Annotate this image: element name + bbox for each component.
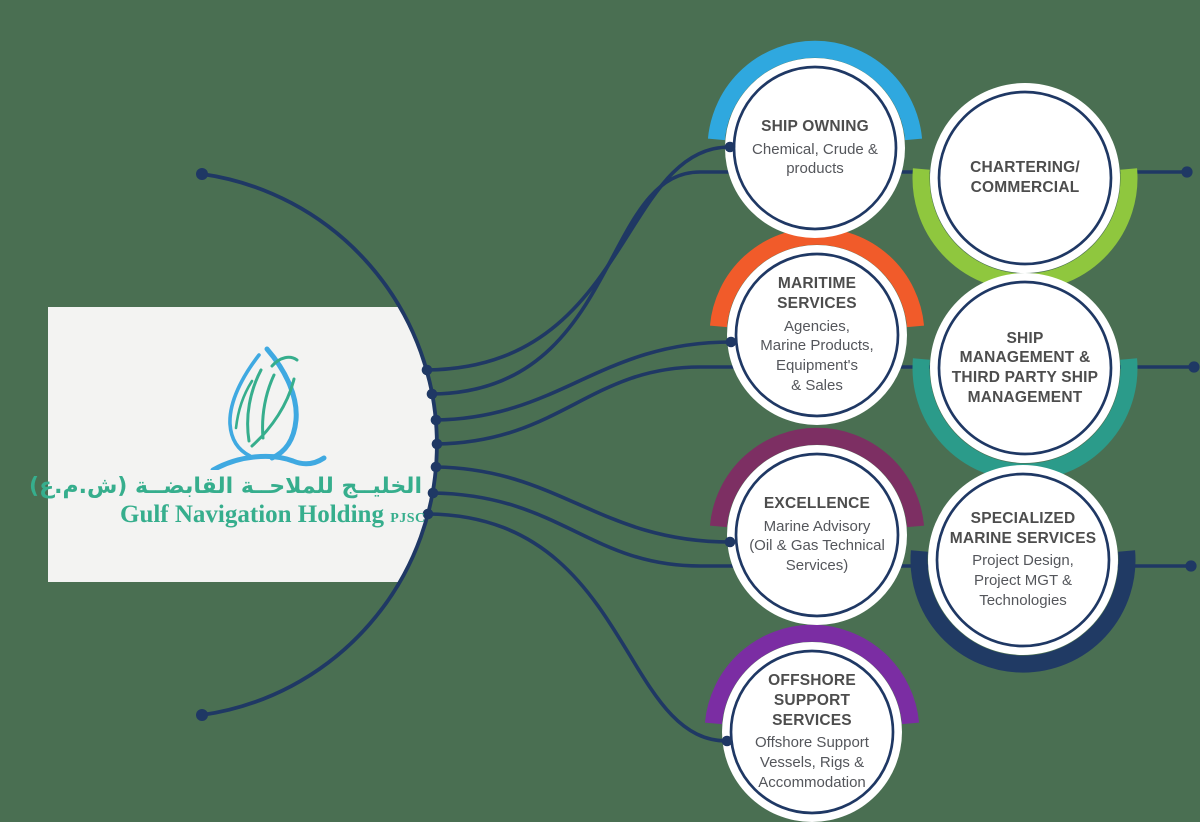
drop-right-curve: [264, 346, 299, 461]
hub-attach-dot: [422, 508, 434, 520]
hub-attach-dot: [430, 461, 442, 473]
sail-stroke: [261, 373, 276, 440]
node-circle-excellence: [734, 452, 900, 618]
logo-panel: [48, 307, 438, 582]
connector-excellence: [435, 465, 731, 544]
node-arc-specialized-marine-services: [910, 550, 1136, 673]
logo-english-name: Gulf Navigation Holding PJSC: [120, 501, 426, 529]
line-end-dot: [1181, 166, 1193, 178]
node-arc-excellence: [709, 427, 925, 528]
sail-stroke: [270, 355, 299, 368]
logo-mark: [120, 338, 422, 470]
node-circle-specialized-marine-services: [935, 472, 1111, 648]
sail-stroke: [250, 377, 296, 448]
drop-left-curve: [228, 353, 261, 458]
node-circle-maritime-services: [734, 252, 900, 418]
node-circle-offshore-support-services: [729, 649, 895, 815]
node-arc-offshore-support-services: [704, 624, 920, 725]
connector-specialized-marine-services: [432, 491, 1191, 568]
node-arc-ship-owning: [707, 40, 923, 141]
node-circle-ship-management: [937, 280, 1113, 456]
logo-english-text: Gulf Navigation Holding: [120, 501, 384, 528]
logo-suffix: PJSC: [390, 511, 426, 526]
connector-maritime-services: [435, 340, 732, 422]
connector-offshore-support-services: [427, 512, 728, 743]
circle-edge-dot: [724, 141, 736, 153]
logo-arabic-name: الخليــج للملاحــة القابضــة (ش.م.ع): [29, 474, 422, 499]
hub-attach-dot: [430, 414, 442, 426]
hub-attach-dot: [431, 438, 443, 450]
circle-edge-dot: [721, 735, 733, 747]
node-circle-chartering-commercial: [937, 90, 1113, 266]
sail-stroke: [246, 368, 263, 443]
company-logo: الخليــج للملاحــة القابضــة (ش.م.ع) Gul…: [29, 338, 426, 529]
circle-edge-dot: [725, 336, 737, 348]
hub-arc-end-dot: [196, 168, 208, 180]
hub-attach-dot: [427, 487, 439, 499]
line-end-dot: [1185, 560, 1197, 572]
circle-edge-dot: [724, 536, 736, 548]
hub-attach-dot: [426, 388, 438, 400]
hub-arc-end-dot: [196, 709, 208, 721]
node-circle-ship-owning: [732, 65, 898, 231]
sail-stroke: [234, 379, 254, 430]
connector-ship-management: [436, 365, 1194, 446]
wave-swoosh: [210, 453, 327, 470]
logo-mark-drawing: [210, 346, 327, 470]
hub-attach-dot: [421, 364, 433, 376]
line-end-dot: [1188, 361, 1200, 373]
connector-chartering-commercial: [431, 170, 1187, 396]
